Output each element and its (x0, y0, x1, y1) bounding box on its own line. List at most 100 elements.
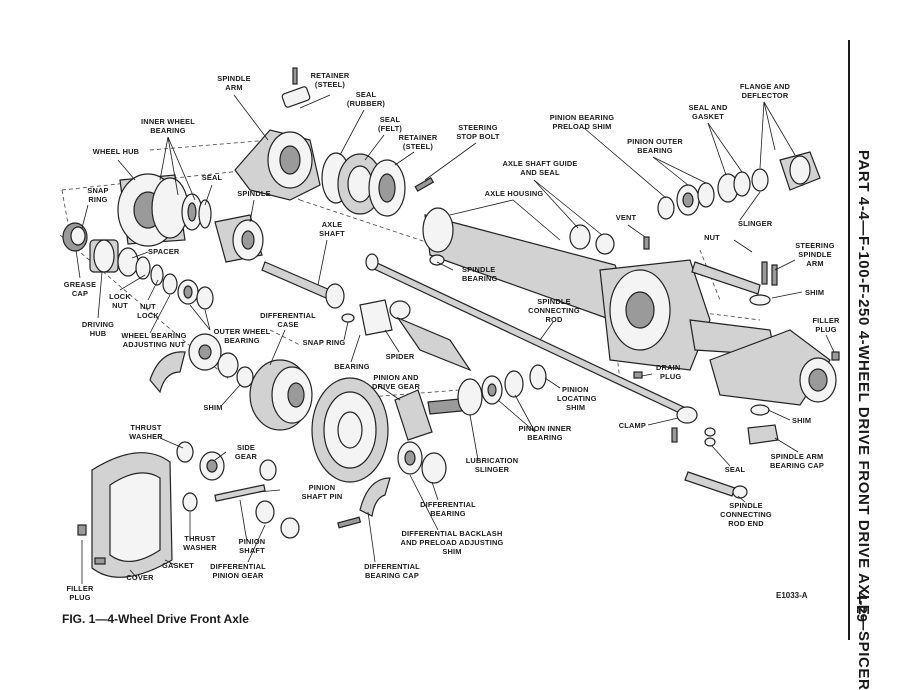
label-bearing-mid: BEARING (334, 362, 370, 371)
differential-bearing-left-illustration (188, 333, 254, 388)
retainer-steel-right-illustration (368, 159, 406, 217)
spacer-illustration (117, 247, 139, 277)
snap-ring-mid-illustration (341, 313, 355, 323)
pinion-bearing-preload-shim-illustration (657, 196, 675, 220)
spindle-arm-bearing-cap-illustration (747, 424, 779, 445)
spindle-bearing-illustration (429, 254, 445, 266)
pinion-locating-shim-illustration (529, 364, 547, 390)
label-shim-left: SHIM (203, 403, 222, 412)
axle-shaft-illustration (261, 261, 345, 309)
label-vent: VENT (616, 213, 637, 222)
driving-hub-illustration (89, 239, 119, 273)
vent-illustration (643, 236, 650, 250)
label-seal-right: SEAL (725, 465, 746, 474)
pinion-shaft-pin-illustration (214, 484, 266, 502)
label-nut-right: NUT (704, 233, 720, 242)
inner-wheel-bearing-illustration (181, 193, 203, 231)
seal-hub-illustration (198, 199, 212, 229)
seal-right-illustration (704, 427, 716, 447)
spindle-arm-illustration (234, 129, 321, 201)
filler-plug-left-illustration (77, 524, 106, 565)
label-axle-housing: AXLE HOUSING (485, 189, 544, 198)
shim-right-top-illustration (749, 294, 771, 306)
label-retainer-steel-top: RETAINER(STEEL) (311, 71, 350, 89)
label-wheel-hub: WHEEL HUB (93, 147, 139, 156)
label-retainer-steel-right: RETAINER(STEEL) (399, 133, 438, 151)
margin-rule (848, 40, 850, 640)
drain-plug-illustration (633, 371, 643, 379)
axle-shaft-guide-illustration (569, 224, 615, 255)
differential-bearing-illustration (397, 441, 447, 484)
cover-illustration (91, 452, 173, 578)
ring-gear-illustration (311, 377, 389, 483)
figure-caption: FIG. 1—4-Wheel Drive Front Axle (62, 612, 249, 626)
differential-pinion-gear-illustration (255, 459, 300, 539)
flange-and-deflector-illustration (779, 151, 821, 191)
outer-wheel-bearing-illustration (177, 279, 214, 310)
page-number: 4-29 (853, 592, 870, 623)
grease-cap-illustration (62, 222, 88, 252)
figure-reference-code: E1033-A (776, 591, 808, 600)
label-spider: SPIDER (386, 352, 415, 361)
label-spindle: SPINDLE (237, 189, 270, 198)
differential-bearing-cap-illustration (337, 477, 391, 529)
label-cover: COVER (126, 573, 154, 582)
label-seal-rubber: SEAL(RUBBER) (347, 90, 385, 108)
label-shim-right-top: SHIM (805, 288, 824, 297)
label-seal-felt: SEAL(FELT) (378, 115, 402, 133)
differential-case-illustration (249, 359, 313, 431)
seal-and-gasket-illustration (717, 171, 751, 203)
axle-housing-illustration (422, 207, 837, 406)
retainer-steel-top-illustration (281, 67, 311, 108)
side-gear-illustration (199, 451, 225, 481)
label-spacer: SPACER (148, 247, 180, 256)
leader-lines (75, 94, 835, 584)
label-snap-ring-mid: SNAP RING (303, 338, 346, 347)
label-shim-right-bottom: SHIM (792, 416, 811, 425)
shim-right-bottom-illustration (750, 404, 770, 416)
pinion-outer-bearing-illustration (676, 182, 715, 216)
steering-stop-bolt-illustration (414, 176, 435, 192)
lock-nut-illustration (135, 256, 178, 295)
clamp-illustration (671, 406, 698, 443)
spindle-connecting-rod-end-illustration (684, 471, 748, 499)
thrust-washer-top-illustration (176, 441, 194, 463)
pinion-inner-bearing-illustration (481, 370, 524, 405)
label-gasket: GASKET (162, 561, 194, 570)
